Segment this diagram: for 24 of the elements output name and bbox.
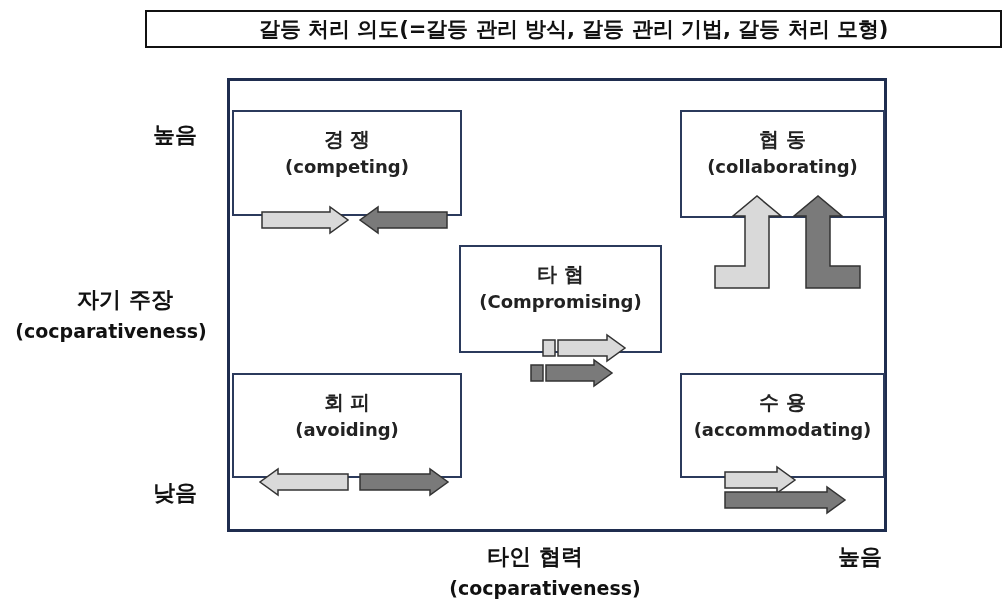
korean-label: 타 협: [536, 261, 585, 288]
style-box: [680, 373, 885, 478]
style-box: [232, 373, 462, 478]
korean-label: 경 쟁: [322, 126, 372, 153]
style-box: [680, 110, 885, 218]
quadrant-frame: [227, 78, 887, 532]
korean-label: 협 동: [758, 126, 807, 153]
axis-label: 자기 주장: [76, 286, 174, 314]
axis-label: 낮음: [152, 479, 198, 507]
english-label: (competing): [284, 156, 410, 177]
title: 갈등 처리 의도(=갈등 관리 방식, 갈등 관리 기법, 갈등 처리 모형): [145, 10, 1002, 48]
axis-label: 높음: [837, 543, 883, 571]
axis-label: (cocparativeness): [448, 577, 642, 599]
axis-label: 타인 협력: [486, 543, 584, 571]
english-label: (accommodating): [692, 419, 873, 440]
korean-label: 회 피: [322, 389, 372, 416]
axis-label: 높음: [152, 121, 198, 149]
style-box: [459, 245, 662, 353]
english-label: (collaborating): [706, 156, 859, 177]
korean-label: 수 용: [758, 389, 807, 416]
english-label: (Compromising): [478, 291, 643, 312]
english-label: (avoiding): [294, 419, 400, 440]
style-box: [232, 110, 462, 216]
axis-label: (cocparativeness): [14, 320, 208, 342]
